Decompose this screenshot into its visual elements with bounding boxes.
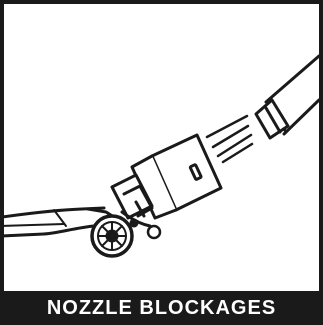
illustration-panel (4, 4, 319, 291)
nozzle-joint (110, 173, 154, 228)
small-wheel (146, 224, 162, 240)
vacuum-wand (254, 54, 319, 140)
caption-bar: NOZZLE BLOCKAGES (0, 291, 323, 325)
vacuum-nozzle-blockage-icon (4, 54, 319, 258)
floor-head (4, 206, 124, 238)
wheel (90, 214, 134, 258)
airflow-lines (205, 114, 254, 164)
caption-title: NOZZLE BLOCKAGES (46, 296, 277, 319)
nozzle-neck (130, 133, 223, 220)
